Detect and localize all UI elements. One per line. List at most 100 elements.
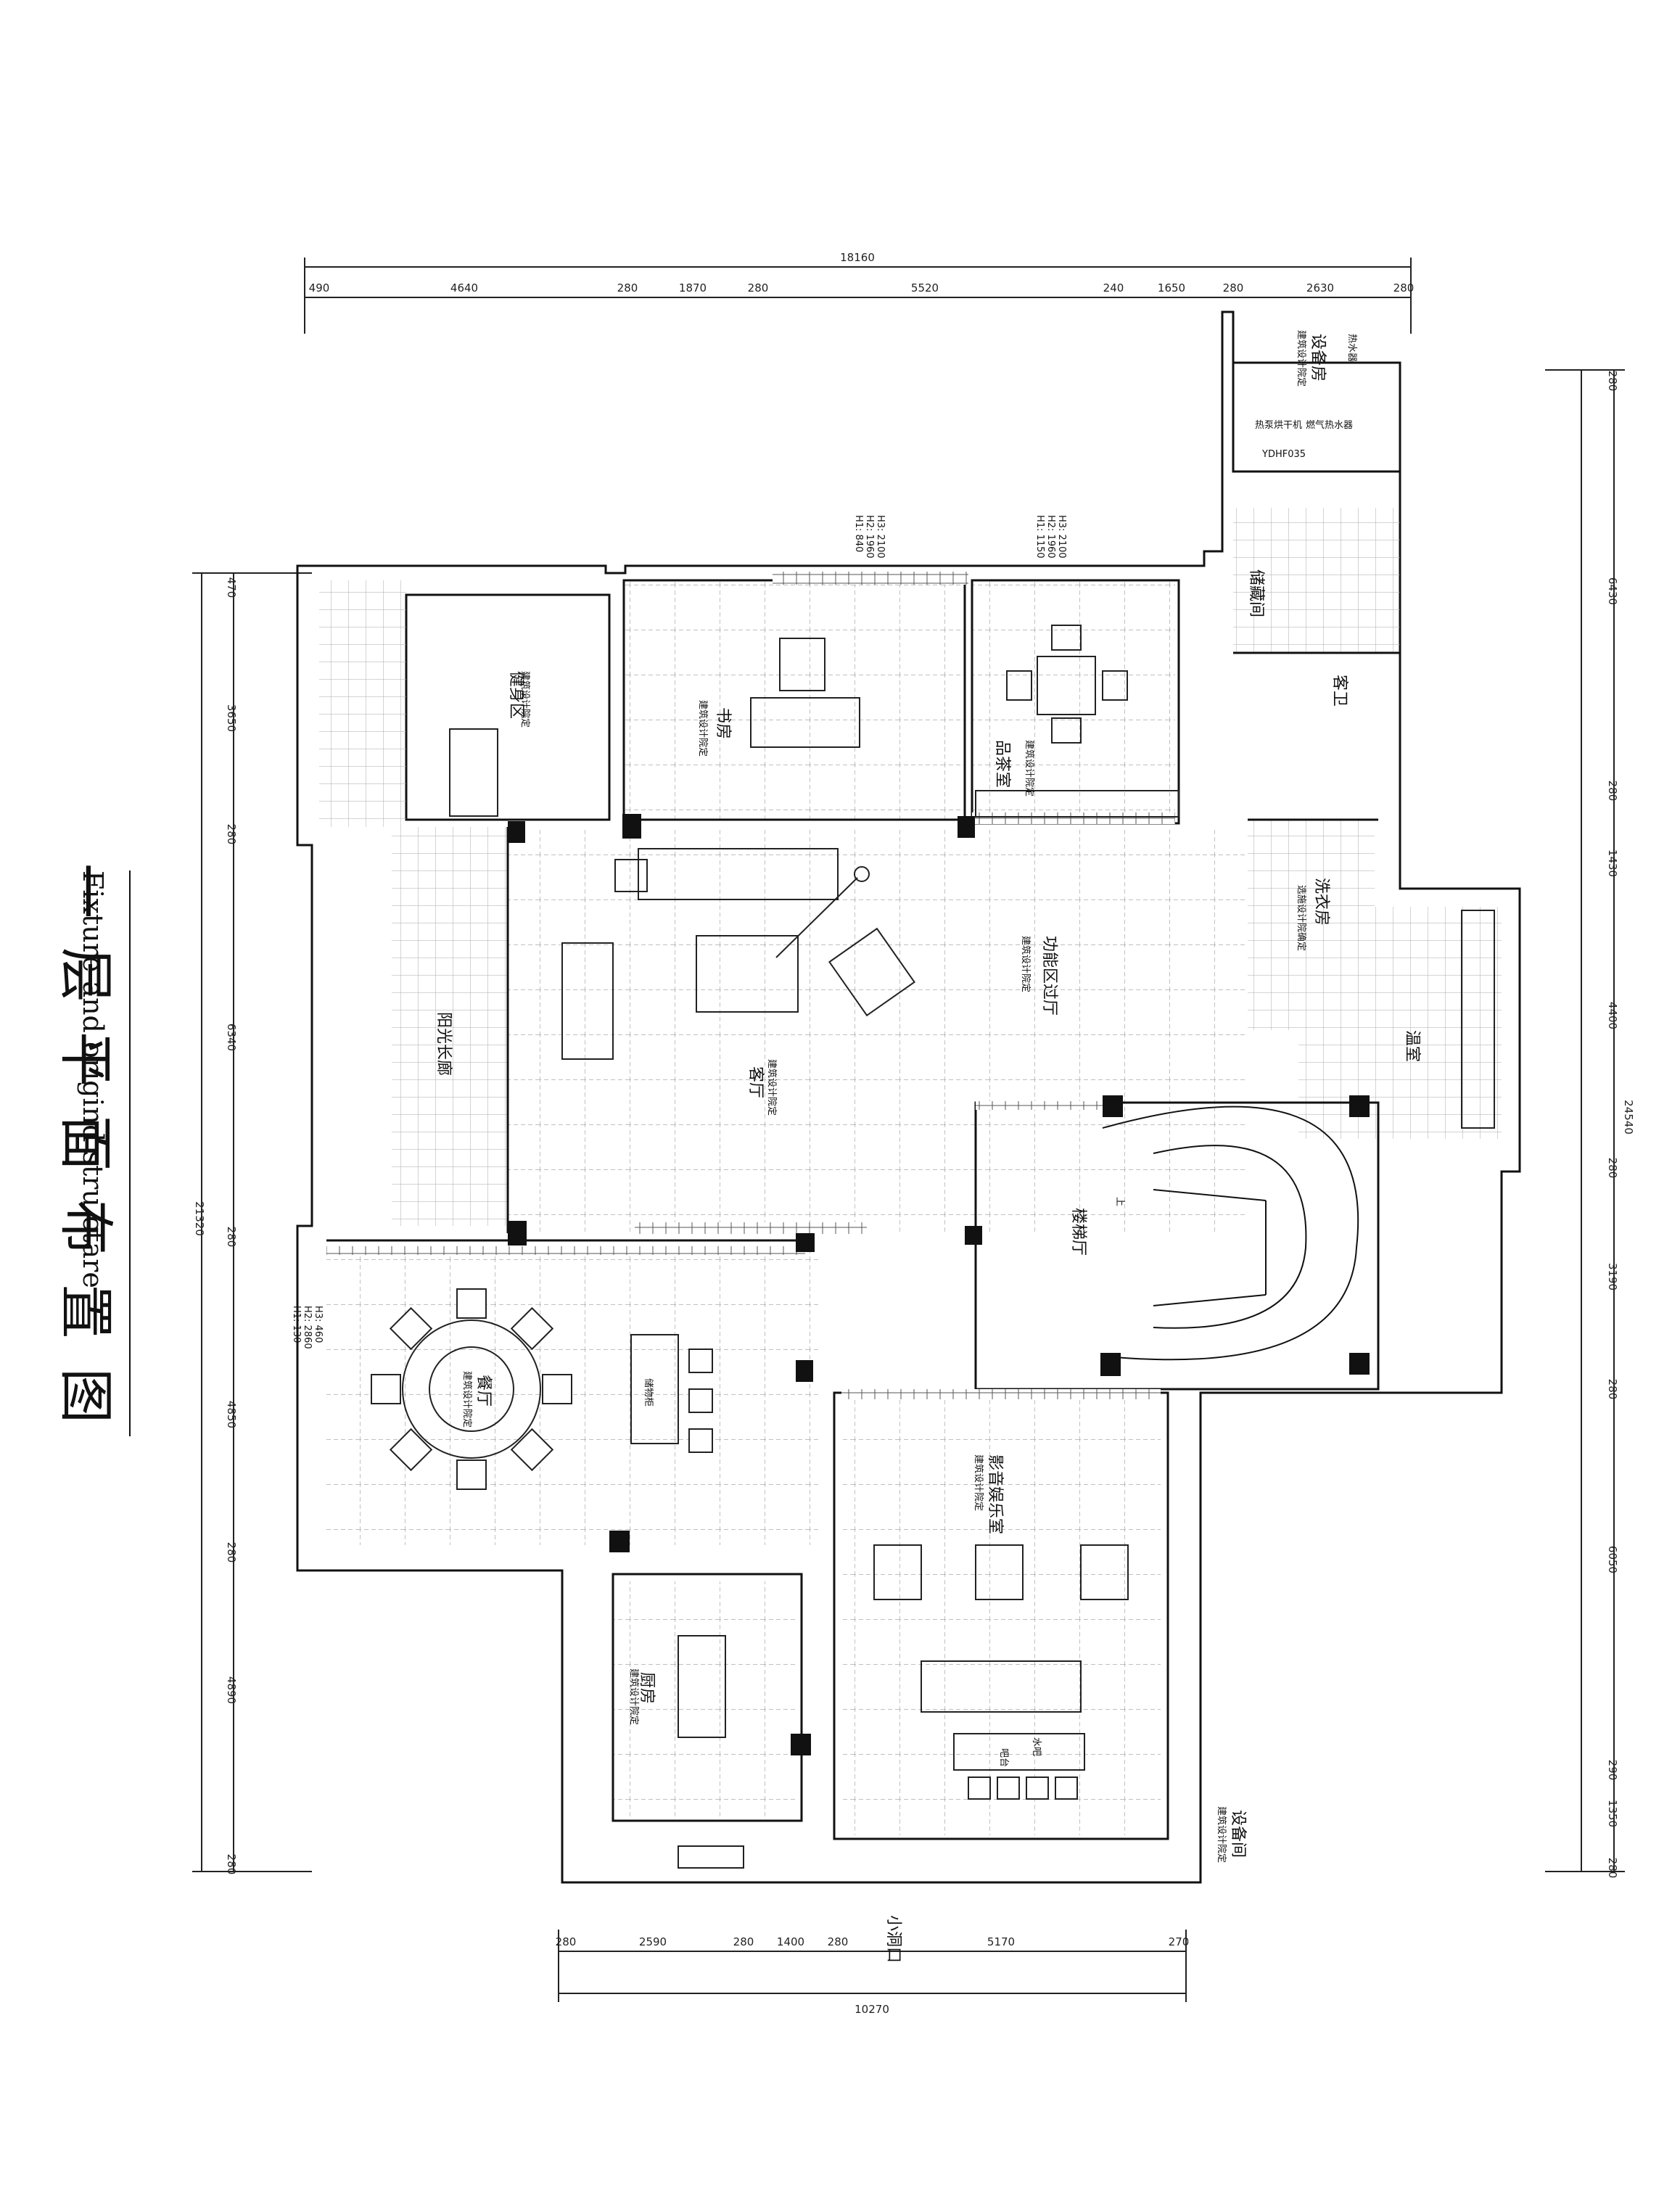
note-window-w3: H3: 2100: [1056, 515, 1067, 559]
dimension-right-segment: 280: [1606, 371, 1619, 392]
room-label-laundry: 洗衣房: [1312, 878, 1330, 926]
floor-storage: [1233, 508, 1400, 653]
dimension-left-segment: 6340: [225, 1024, 238, 1051]
bar-stool: [1055, 1776, 1078, 1800]
dining-chair: [389, 1428, 433, 1472]
note-dryer: 热泵烘干机: [1255, 420, 1302, 431]
stool: [688, 1388, 713, 1413]
outer-walls: [296, 310, 1521, 1884]
room-label-kitchen: 厨房: [638, 1672, 656, 1704]
dimension-top-segment: 1650: [1158, 281, 1185, 295]
dimension-top-segment: 5520: [911, 281, 939, 295]
note-design-equipment-top: 建筑设计院定: [1296, 330, 1307, 387]
floor-laundry: [1248, 820, 1375, 1030]
note-window-h1: H1: 840: [853, 515, 864, 552]
room-label-tea: 品茶室: [993, 740, 1011, 788]
note-door-h1: H1: 130: [291, 1306, 302, 1343]
brick-wall: [773, 572, 968, 585]
dimension-bottom: [558, 1930, 1187, 2002]
dimension-bottom-segment: 270: [1169, 1935, 1190, 1948]
dining-chair: [389, 1306, 433, 1351]
dining-chair: [456, 1288, 487, 1319]
dimension-left: [192, 572, 312, 1872]
brick-wall: [326, 1246, 805, 1255]
dimension-bottom-segment: 280: [556, 1935, 577, 1948]
drawing-subtitle: Fixture and origind stru ctare: [77, 870, 109, 1288]
floor-dining: [326, 1248, 820, 1545]
note-door-h3: H3: 460: [313, 1306, 324, 1343]
furniture: [402, 625, 1495, 1869]
room-label-function-hall: 功能区过厅: [1040, 936, 1058, 1016]
room-label-sunroom: 温室: [1403, 1030, 1421, 1062]
stool: [688, 1349, 713, 1373]
dimension-bottom-segment: 2590: [639, 1935, 667, 1948]
dimension-right-segment: 280: [1606, 781, 1619, 802]
note-design-av: 建筑设计院定: [973, 1454, 984, 1511]
bar-stool: [997, 1776, 1020, 1800]
dimension-top-segment: 490: [309, 281, 330, 295]
dimension-bottom-segment: 280: [733, 1935, 754, 1948]
note-boiler-label: 燃气热水器: [1306, 419, 1353, 431]
note-door-h2: H2: 2860: [302, 1306, 313, 1349]
dimension-bottom-segment: 280: [828, 1935, 849, 1948]
structural-columns: [508, 814, 1370, 1755]
dimension-right-segment: 4400: [1606, 1002, 1619, 1029]
brick-wall: [976, 1101, 1106, 1110]
dimension-right-segment: 280: [1606, 1379, 1619, 1400]
note-design-living: 建筑设计院定: [766, 1059, 778, 1116]
dimension-top-segment: 4640: [450, 281, 478, 295]
bar-stool: [1026, 1776, 1049, 1800]
room-label-guest-wc: 客卫: [1330, 675, 1348, 707]
dimension-top-segment: 2630: [1306, 281, 1334, 295]
dimension-bottom-total: 10270: [855, 2003, 889, 2016]
dining-chair: [510, 1306, 554, 1351]
room-label-small-vent: 小洞口: [884, 1915, 902, 1963]
note-bar2: 水吧: [1031, 1737, 1042, 1756]
dimension-bottom-segment: 5170: [987, 1935, 1015, 1948]
note-design-laundry: 选施设计院确定: [1296, 885, 1306, 951]
note-design-kitchen: 建筑设计院定: [628, 1668, 640, 1725]
room-label-corridor: 阳光长廊: [435, 1012, 453, 1076]
dimension-bottom-segment: 1400: [777, 1935, 804, 1948]
dimension-left-segment: 4850: [225, 1401, 238, 1428]
note-design-tea: 建筑设计院定: [1024, 740, 1035, 796]
dimension-top-segment: 280: [1393, 281, 1415, 295]
brick-wall: [635, 1222, 867, 1234]
dimension-right-segment: 6050: [1606, 1546, 1619, 1573]
dimension-right: [1545, 369, 1625, 1872]
brick-wall: [841, 1389, 1161, 1399]
room-label-study: 书房: [714, 707, 732, 739]
title-rule: [129, 870, 131, 1436]
dimension-left-segment: 4890: [225, 1676, 238, 1704]
floor-tea: [972, 580, 1175, 820]
floor-corridor: [392, 827, 508, 1226]
dimension-top-segment: 280: [748, 281, 769, 295]
note-design-study: 建筑设计院定: [697, 700, 709, 757]
dimension-right-segment: 280: [1606, 1858, 1619, 1879]
note-design-equipment: 建筑设计院定: [1216, 1806, 1227, 1863]
dimension-right-segment: 280: [1606, 1158, 1619, 1179]
note-design-dining: 建筑设计院定: [461, 1371, 473, 1428]
room-label-storage: 储藏间: [1247, 569, 1265, 617]
dimension-right-segment: 6430: [1606, 577, 1619, 605]
dining-chair: [510, 1428, 554, 1472]
room-label-equipment-top: 设备房: [1309, 334, 1327, 382]
title-block: 一层平面布置图 Fixture and origind stru ctare: [44, 863, 203, 1452]
room-label-av-room: 影音娱乐室: [986, 1454, 1004, 1534]
dimension-right-segment: 1430: [1606, 849, 1619, 877]
dining-chairs: [371, 1288, 1078, 1800]
dimension-top-segment: 280: [1223, 281, 1244, 295]
brick-wall: [972, 812, 1175, 824]
note-design-hall: 建筑设计院定: [1020, 936, 1032, 992]
note-bar: 吧台: [998, 1748, 1009, 1767]
room-label-fitness: 健身区: [507, 671, 525, 719]
dining-chair: [371, 1374, 401, 1404]
bar-stool: [968, 1776, 991, 1800]
room-label-dining: 餐厅: [474, 1375, 493, 1407]
room-label-equipment-bottom: 设备间: [1229, 1810, 1247, 1858]
floor-terrace: [319, 580, 406, 827]
note-storage-cabinet: 储物柜: [643, 1378, 654, 1407]
spiral-staircase: [1102, 1106, 1359, 1361]
note-window-h3: H3: 2100: [875, 515, 886, 559]
